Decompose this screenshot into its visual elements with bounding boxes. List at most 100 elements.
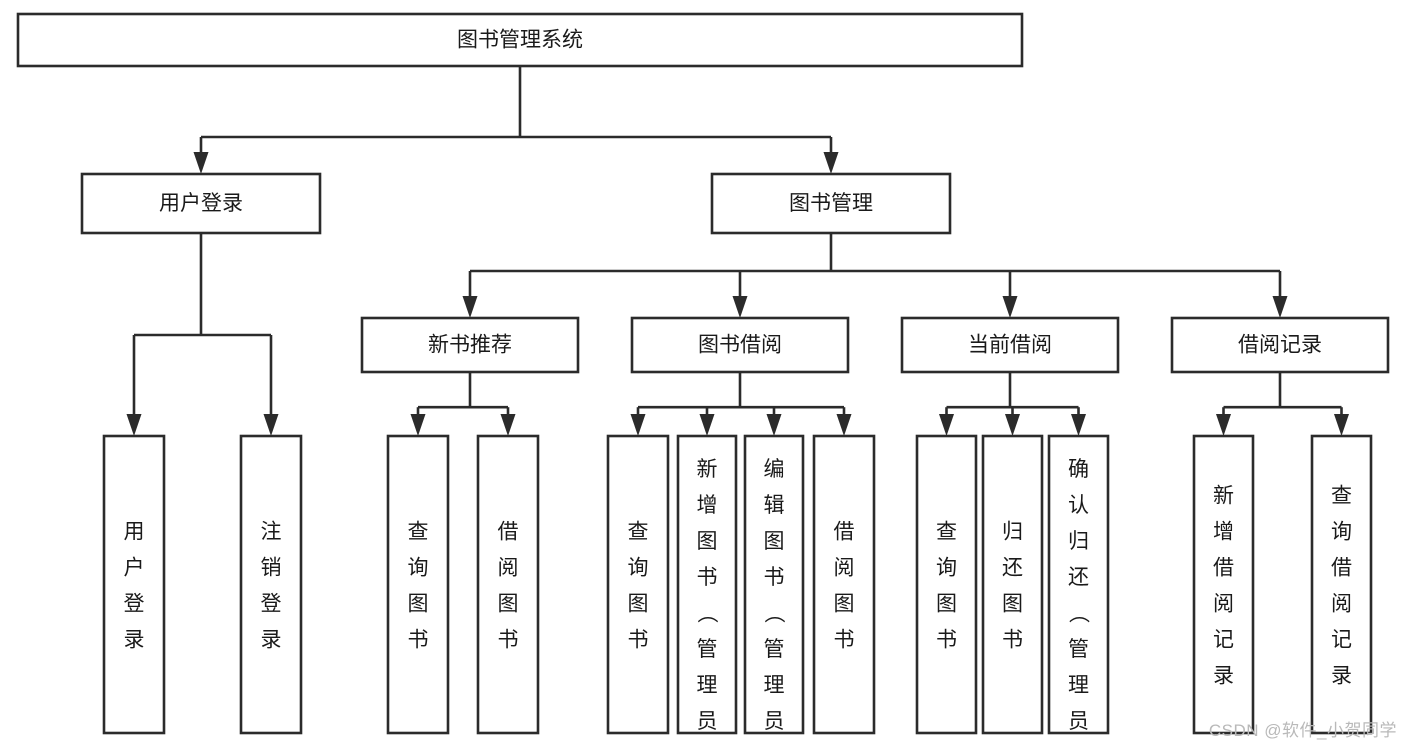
node-label-char: 图 xyxy=(764,530,785,553)
arrow-head xyxy=(1005,414,1020,436)
node-box xyxy=(476,434,540,735)
node-box xyxy=(102,434,166,735)
node-box xyxy=(630,316,850,374)
node-book-mgmt[interactable]: 图书管理 xyxy=(710,172,952,235)
node-label-char: 书 xyxy=(628,628,649,651)
node-label-char: 询 xyxy=(408,556,429,579)
node-label-char: 归 xyxy=(1068,530,1089,553)
arrow-head xyxy=(836,414,852,436)
node-label-char: 认 xyxy=(1068,494,1089,517)
node-box xyxy=(676,434,738,735)
node-label-char: 图 xyxy=(1002,592,1023,615)
node-label: 新书推荐 xyxy=(428,334,512,357)
node-box xyxy=(743,434,805,735)
node-label-char: 查 xyxy=(936,520,957,543)
node-box xyxy=(710,172,952,235)
node-label-char: 书 xyxy=(834,628,855,651)
node-label-char: （ xyxy=(1067,602,1090,623)
node-label-char: 借 xyxy=(1331,556,1352,579)
node-box xyxy=(386,434,450,735)
node-label: 用户登录 xyxy=(159,192,243,215)
node-layer: 图书管理系统用户登录图书管理新书推荐图书借阅当前借阅借阅记录用户登录注销登录查询… xyxy=(16,12,1390,747)
node-label: 图书管理系统 xyxy=(457,29,583,52)
node-label: 借阅记录 xyxy=(1238,334,1322,357)
node-label-char: 借 xyxy=(834,520,855,543)
node-label-char: 确 xyxy=(1068,458,1089,481)
node-label-char: 销 xyxy=(261,556,282,579)
connector-layer xyxy=(126,66,1349,436)
node-label-char: （ xyxy=(695,602,718,623)
node-label-char: 询 xyxy=(1331,520,1352,543)
node-box xyxy=(812,434,876,735)
node-new-book-rec[interactable]: 新书推荐 xyxy=(360,316,580,374)
node-label: 当前借阅 xyxy=(968,334,1052,357)
node-label-char: （ xyxy=(762,602,785,623)
node-label-char: 阅 xyxy=(498,556,519,579)
node-label-char: 归 xyxy=(1002,520,1023,543)
node-label-char: 询 xyxy=(936,556,957,579)
node-box xyxy=(900,316,1120,374)
node-label-char: 新 xyxy=(1213,484,1234,507)
node-box xyxy=(16,12,1024,68)
node-label: 图书借阅 xyxy=(698,334,782,357)
node-label-char: 管 xyxy=(697,638,718,661)
node-label-char: 录 xyxy=(1331,664,1352,687)
arrow-head xyxy=(766,414,782,436)
node-label-char: 书 xyxy=(408,628,429,651)
arrow-head xyxy=(1002,296,1018,318)
node-label-char: 记 xyxy=(1213,628,1234,651)
node-leaf-user-login[interactable]: 用户登录 xyxy=(102,434,166,735)
node-borrow-record[interactable]: 借阅记录 xyxy=(1170,316,1390,374)
node-label-char: 图 xyxy=(834,592,855,615)
node-label-char: 录 xyxy=(261,628,282,651)
node-current-borrow[interactable]: 当前借阅 xyxy=(900,316,1120,374)
node-user-login[interactable]: 用户登录 xyxy=(80,172,322,235)
arrow-head xyxy=(630,414,646,436)
node-box xyxy=(915,434,978,735)
node-label-char: 理 xyxy=(697,674,718,697)
arrow-head xyxy=(500,414,516,436)
node-label-char: 注 xyxy=(261,520,282,543)
node-box xyxy=(1170,316,1390,374)
node-label-char: 还 xyxy=(1068,566,1089,589)
arrow-head xyxy=(410,414,426,436)
node-box xyxy=(1192,434,1255,735)
node-label-char: 图 xyxy=(408,592,429,615)
node-label-char: 书 xyxy=(764,566,785,589)
node-box xyxy=(80,172,322,235)
node-label-char: 阅 xyxy=(834,556,855,579)
node-label-char: 录 xyxy=(124,628,145,651)
arrow-head xyxy=(823,152,839,174)
node-label-char: 员 xyxy=(697,710,718,733)
node-label-char: 管 xyxy=(764,638,785,661)
arrow-head xyxy=(1334,414,1349,436)
node-box xyxy=(239,434,303,735)
node-label-char: 管 xyxy=(1068,638,1089,661)
node-label-char: 理 xyxy=(764,674,785,697)
node-root[interactable]: 图书管理系统 xyxy=(16,12,1024,68)
arrow-head xyxy=(1071,414,1086,436)
node-label-char: 编 xyxy=(764,458,785,481)
node-label-char: 书 xyxy=(498,628,519,651)
node-label-char: 户 xyxy=(124,556,145,579)
node-label-char: 询 xyxy=(628,556,649,579)
node-book-borrow[interactable]: 图书借阅 xyxy=(630,316,850,374)
node-label-char: 查 xyxy=(1331,484,1352,507)
node-box xyxy=(606,434,670,735)
node-label-char: 还 xyxy=(1002,556,1023,579)
arrow-head xyxy=(462,296,478,318)
node-label-char: 员 xyxy=(1068,710,1089,733)
